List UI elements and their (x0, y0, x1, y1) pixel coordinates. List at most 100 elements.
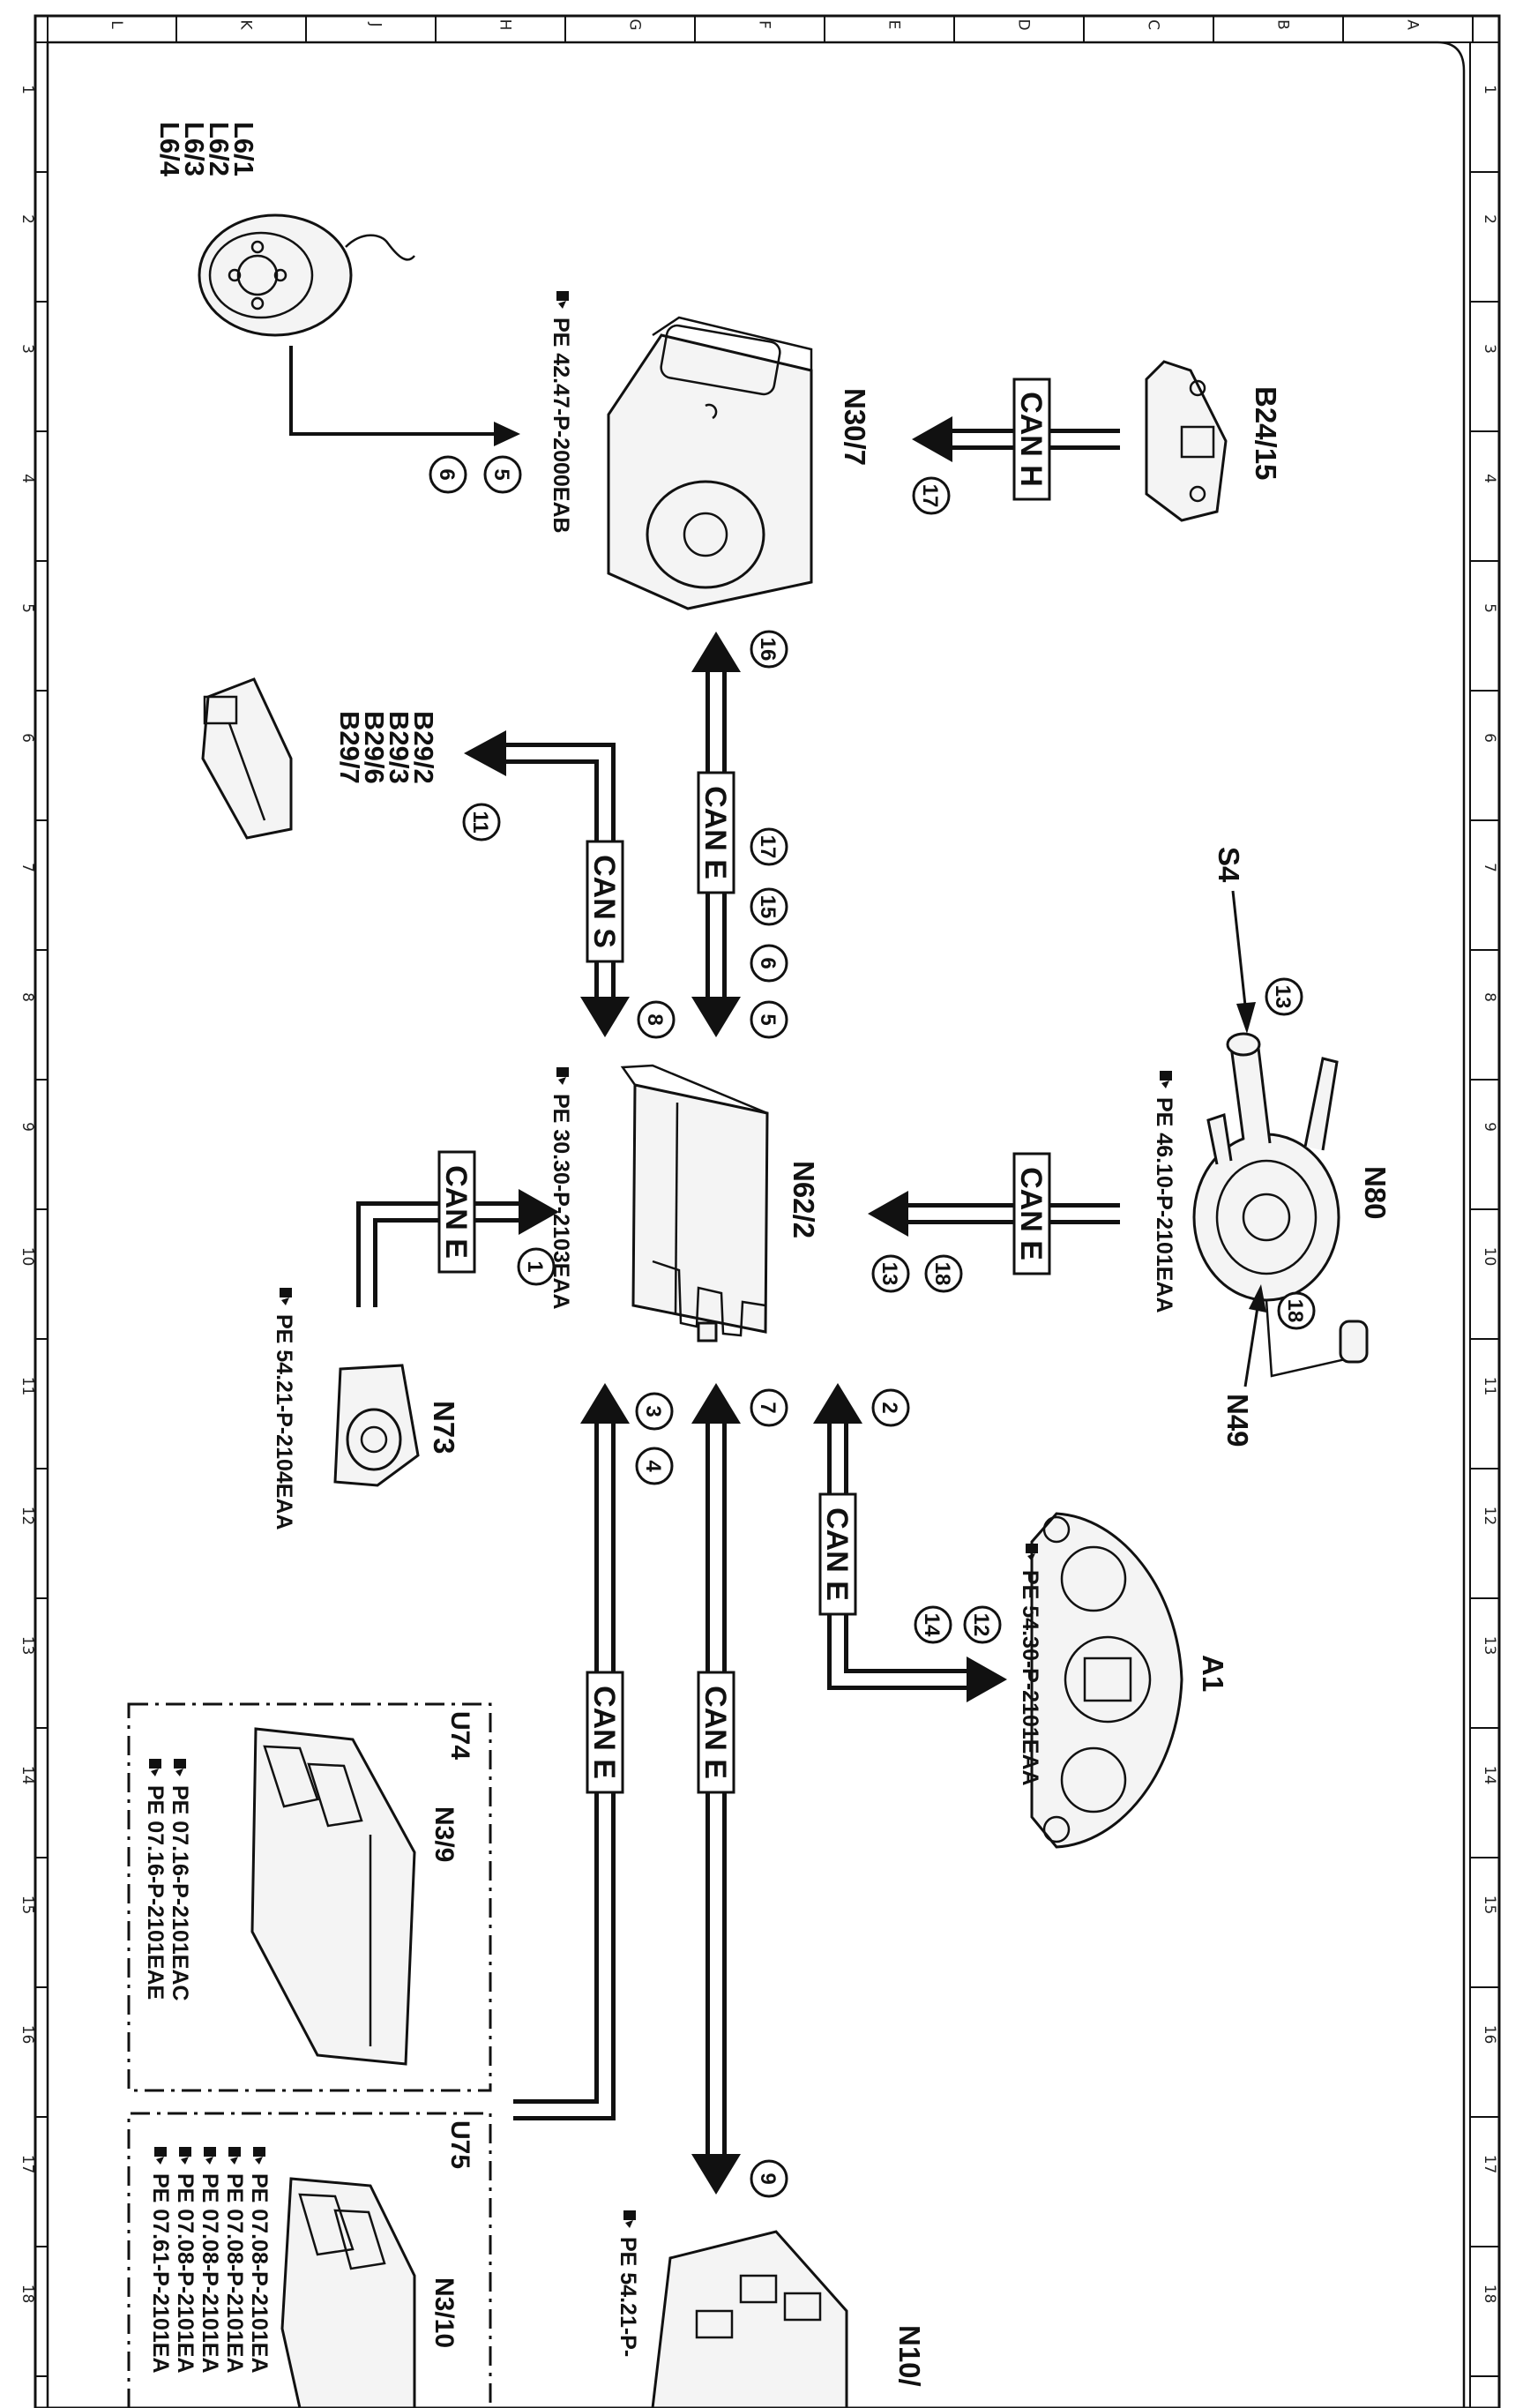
n80-label: N80 (1359, 1166, 1392, 1220)
frame-row-number: 16 (1481, 2025, 1498, 2045)
frame-column-letter: E (885, 20, 903, 30)
n10-ref: PE 54.21-P- (616, 2237, 640, 2357)
callout-number: 11 (468, 811, 492, 833)
callout-circle (1265, 977, 1303, 1016)
a1-label: A1 (1197, 1655, 1229, 1692)
callout-circle (871, 1388, 910, 1427)
frame-row-number: 4 (1481, 474, 1498, 483)
frame-row-number: 10 (1481, 1247, 1498, 1267)
can-e-label: CAN E (698, 1686, 732, 1779)
u75-ref-line: PE 07.08-P-2101EA (173, 2173, 198, 2374)
n30-7-label: N30/7 (839, 388, 871, 466)
callout-number: 14 (920, 1613, 944, 1637)
s4-label: S4 (1213, 847, 1245, 883)
n73-label: N73 (428, 1401, 460, 1455)
u75-ref-line: PE 07.61-P-2101EA (148, 2173, 173, 2374)
arrow-can-s-to-n62 (580, 997, 630, 1037)
frame-row-number: 14 (19, 1766, 36, 1785)
can-e-label-group-2: CAN E (1012, 1152, 1051, 1275)
n30-7-ref-group: PE 42.47-P-2000EAB (549, 291, 573, 534)
u74-label: U74 (445, 1711, 474, 1760)
callout-number: 13 (877, 1262, 901, 1286)
arrow-l6-to-n30 (494, 422, 520, 446)
callout-circle (871, 1254, 910, 1293)
frame-row-number: 2 (19, 214, 36, 224)
frame-column-letter: D (1015, 19, 1033, 30)
arrow-can-h-to-n30 (912, 416, 952, 462)
n3-9-label-group: N3/9 (429, 1806, 459, 1862)
n62-2-label: N62/2 (788, 1161, 820, 1238)
arrow-can-e-down-n62 (691, 997, 741, 1037)
can-e-label-group-5: CAN E (697, 1671, 735, 1794)
a1-label-group: A1 (1197, 1655, 1229, 1692)
can-e-label: CAN E (439, 1165, 473, 1259)
n3-9-label: N3/9 (429, 1806, 459, 1862)
can-h-label: CAN H (1014, 392, 1048, 487)
callout-circle (750, 1000, 788, 1039)
callout-number: 5 (756, 1013, 780, 1025)
b24-15-label: B24/15 (1250, 386, 1282, 480)
callout-circle (750, 630, 788, 669)
can-s-label: CAN S (587, 855, 621, 948)
n80-label-group: N80 (1359, 1166, 1392, 1220)
n10-label: N10/ (893, 2325, 926, 2387)
can-s-label-group: CAN S (586, 840, 624, 963)
callout-circle (914, 1605, 952, 1644)
frame-row-number: 14 (1481, 1766, 1498, 1785)
callout-circle (483, 455, 522, 494)
n62-2-ref: PE 30.30-P-2103EAA (549, 1094, 573, 1310)
callout-number: 8 (643, 1013, 667, 1025)
a1-ref-group: PE 54.30-P-2101EAA (1018, 1544, 1042, 1786)
n49-leader-line (1243, 1306, 1259, 1387)
frame-row-number: 10 (19, 1247, 36, 1267)
callout-circle (635, 1392, 674, 1431)
callout-number: 2 (877, 1402, 901, 1413)
callout-number: 12 (969, 1613, 993, 1637)
u75-ecu-illustration (280, 2177, 416, 2408)
frame-row-number: 15 (1481, 1896, 1498, 1915)
arrow-up-n10-bus (691, 1383, 741, 1424)
b29-label-line: B29/3 (384, 711, 414, 784)
u74-refs-group: PE 07.16-P-2101EAC PE 07.16-P-2101EAE (143, 1759, 192, 2001)
frame-row-number: 5 (1481, 603, 1498, 613)
frame-column-letter: G (626, 19, 644, 30)
frame-row-number: 15 (19, 1896, 36, 1915)
arrow-up-a1-bus (813, 1383, 862, 1424)
frame-row-number: 5 (19, 603, 36, 613)
b24-15-sensor-illustration (1145, 360, 1228, 522)
callout-circle (635, 1447, 674, 1485)
frame-row-number: 17 (19, 2155, 36, 2174)
frame-row-number: 6 (19, 733, 36, 743)
n62-2-module-illustration (620, 1064, 769, 1342)
n3-10-label-group: N3/10 (429, 2277, 459, 2348)
s4-leader-line (1231, 890, 1247, 1006)
frame-row-number: 11 (1481, 1377, 1498, 1396)
b29-sensor-illustration (201, 677, 293, 840)
frame-row-number: 11 (19, 1377, 36, 1396)
u75-refs-group: PE 07.08-P-2101EA PE 07.08-P-2101EA PE 0… (148, 2147, 272, 2374)
u74-ecu-illustration (250, 1727, 416, 2066)
frame-row-number: 4 (19, 474, 36, 483)
arrow-n80-to-n62 (868, 1191, 908, 1237)
callout-circle (637, 1000, 676, 1039)
frame-row-number: 7 (1481, 863, 1498, 872)
a1-cluster-illustration (1030, 1512, 1183, 1849)
n49-leader-arrow (1249, 1284, 1266, 1312)
callout-number: 3 (641, 1405, 665, 1417)
callout-circle (924, 1254, 963, 1293)
n73-ref-group: PE 54.21-P-2104EAA (272, 1288, 296, 1530)
n10-label-group: N10/ (893, 2325, 926, 2387)
b24-15-label-group: B24/15 (1250, 386, 1282, 480)
l6-label-line: L6/4 (154, 122, 185, 177)
b29-label-line: B29/6 (359, 711, 390, 784)
callout-circle (750, 2159, 788, 2198)
callout-number: 5 (489, 468, 513, 480)
b29-label-group: B29/2 B29/3 B29/6 B29/7 (334, 711, 439, 784)
u75-label: U75 (445, 2120, 474, 2169)
callout-number: 6 (435, 468, 459, 480)
frame-column-letter: H (496, 19, 514, 31)
callout-number: 17 (918, 484, 942, 508)
can-e-label: CAN E (820, 1507, 854, 1601)
callout-number: 4 (641, 1460, 665, 1472)
